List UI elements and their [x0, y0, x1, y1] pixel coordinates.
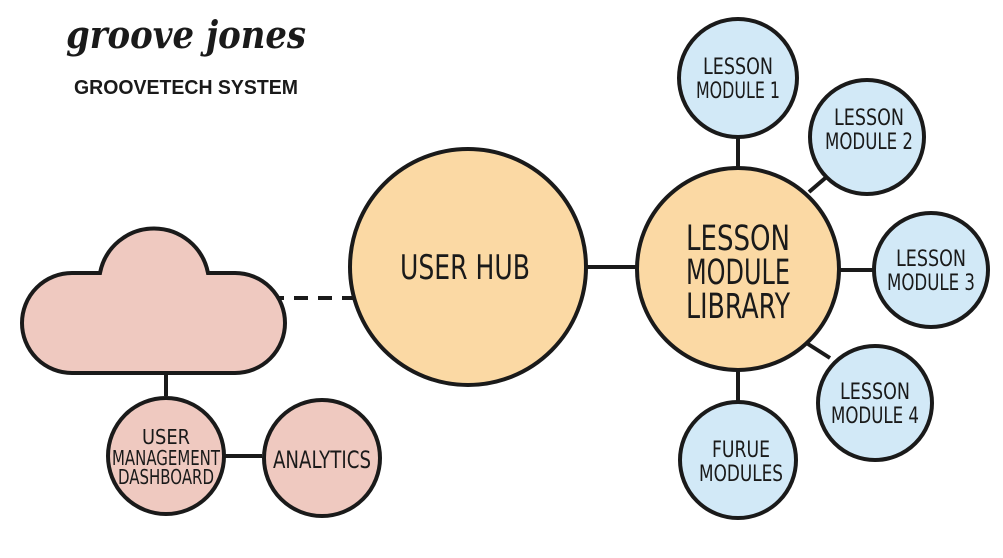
module2-label-line2: MODULE 2 — [825, 130, 913, 155]
dashboard-node — [106, 396, 226, 516]
module2-label-line1: LESSON — [834, 106, 904, 131]
module4-node — [816, 344, 934, 462]
module1-node — [677, 17, 799, 139]
connectors — [164, 137, 874, 458]
library-module4-connector — [806, 342, 832, 360]
dashboard-label-line1: USER — [142, 425, 190, 449]
module3-label-line2: MODULE 3 — [887, 271, 975, 296]
user-hub-node — [348, 147, 588, 387]
future-label-line1: FURUE — [712, 438, 770, 463]
library-label-line1: LESSON — [686, 219, 790, 259]
cloud-shape — [20, 226, 287, 375]
module1-label-line1: LESSON — [703, 55, 773, 80]
library-node — [635, 166, 841, 372]
future-node — [678, 400, 798, 520]
module1-label-line2: MODULE 1 — [696, 79, 780, 104]
analytics-label: ANALYTICS — [273, 446, 371, 474]
module4-label-line2: MODULE 4 — [831, 404, 919, 429]
library-label-line2: MODULE — [686, 253, 790, 293]
future-label-line2: MODULES — [699, 462, 783, 487]
analytics-node — [262, 398, 382, 518]
dashboard-label-line2: MANAGEMENT — [112, 446, 221, 470]
module3-label-line1: LESSON — [896, 247, 966, 272]
system-name: GROOVETECH SYSTEM — [74, 77, 298, 99]
brand-logo: groove jones GROOVETECH SYSTEM — [66, 12, 306, 99]
dashboard-label-line3: DASHBOARD — [118, 465, 214, 489]
user-hub-label: USER HUB — [400, 248, 530, 288]
module3-node — [872, 211, 990, 329]
library-label-line3: LIBRARY — [686, 287, 790, 327]
module4-label-line1: LESSON — [840, 380, 910, 405]
module2-node — [808, 78, 926, 196]
brand-logo-text: groove jones — [66, 12, 306, 57]
